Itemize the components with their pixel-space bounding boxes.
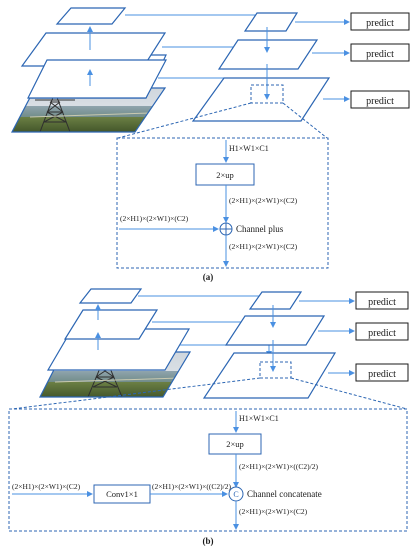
fpn-level-bottom-a xyxy=(191,77,331,122)
predict-box-b1 xyxy=(355,291,409,310)
panel-b: predict predict predict H1×W1×C1 2×up (2… xyxy=(8,288,409,546)
panel-a: predict predict predict H1×W1×C1 2×up (2… xyxy=(11,7,410,282)
caption-b: (b) xyxy=(203,536,214,546)
predict-label-a2: predict xyxy=(366,49,394,60)
op-label-b: Channel concatenate xyxy=(247,489,322,499)
fpn-level-top-b xyxy=(248,291,303,310)
predict-label-a1: predict xyxy=(366,18,394,29)
after-up-dims-b: (2×H1)×(2×W1)×((C2)/2) xyxy=(239,462,318,471)
input-dims-a: H1×W1×C1 xyxy=(229,144,269,153)
after-up-dims-a: (2×H1)×(2×W1)×(C2) xyxy=(229,196,298,205)
fpn-level-mid-a xyxy=(217,39,319,70)
svg-text:C: C xyxy=(233,490,238,499)
output-dims-a: (2×H1)×(2×W1)×(C2) xyxy=(229,242,298,251)
output-dims-b: (2×H1)×(2×W1)×(C2) xyxy=(239,507,308,516)
predict-box-b3 xyxy=(355,363,409,382)
upsample-label-a: 2×up xyxy=(216,170,234,180)
channel-plus-icon xyxy=(219,222,233,236)
detail-frame-b xyxy=(8,408,408,532)
zoom-line-right-b xyxy=(290,377,408,410)
zoom-line-left-a xyxy=(117,102,252,139)
input-dims-b: H1×W1×C1 xyxy=(239,414,279,423)
backbone-level-4-a xyxy=(55,7,127,25)
predict-box-b2 xyxy=(355,322,409,341)
backbone-level-3-b xyxy=(63,309,159,340)
channel-concatenate-icon: C xyxy=(228,486,244,502)
lateral-dims-b: (2×H1)×(2×W1)×(C2) xyxy=(12,482,81,491)
conv1x1-label: Conv1×1 xyxy=(106,489,138,499)
after-conv-dims-b: (2×H1)×(2×W1)×((C2)/2) xyxy=(152,482,231,491)
caption-a: (a) xyxy=(203,272,214,282)
fpn-level-bottom-b xyxy=(202,352,337,399)
lateral-dims-a: (2×H1)×(2×W1)×(C2) xyxy=(120,214,189,223)
backbone-level-2-front-a xyxy=(27,59,167,99)
highlight-region-a xyxy=(250,84,284,104)
predict-label-a3: predict xyxy=(366,96,394,107)
predict-label-b2: predict xyxy=(368,328,396,339)
predict-label-b1: predict xyxy=(368,297,396,308)
predict-box-a3 xyxy=(350,90,410,109)
fpn-level-top-a xyxy=(243,12,299,32)
predict-box-a1 xyxy=(350,12,410,31)
detail-frame-a xyxy=(116,137,329,269)
zoom-line-right-a xyxy=(282,102,328,139)
highlight-region-b xyxy=(259,361,292,379)
predict-box-a2 xyxy=(350,43,410,62)
upsample-box-b xyxy=(208,433,262,455)
upsample-box-a xyxy=(195,163,255,186)
zoom-line-left-b xyxy=(11,377,261,410)
backbone-level-4-b xyxy=(78,288,143,304)
upsample-label-b: 2×up xyxy=(226,439,244,449)
fpn-level-mid-b xyxy=(224,315,326,346)
predict-label-b3: predict xyxy=(368,369,396,380)
op-label-a: Channel plus xyxy=(236,224,284,234)
